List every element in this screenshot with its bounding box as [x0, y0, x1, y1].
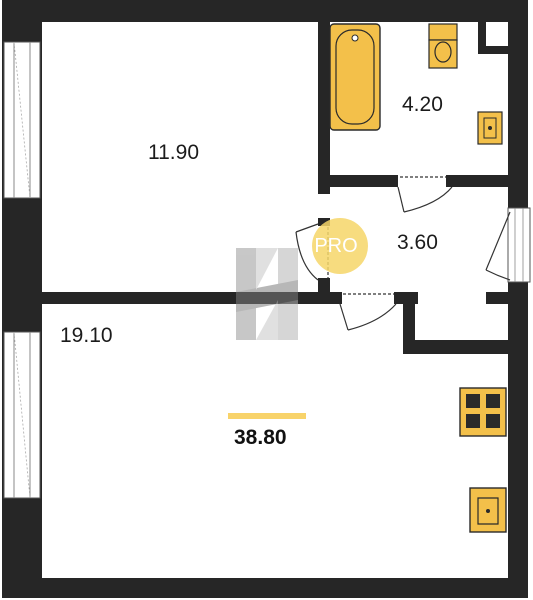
pro-watermark-text: PRO — [314, 234, 358, 257]
wall-hall-bottom — [318, 292, 338, 304]
window-right — [507, 207, 531, 283]
door-kitchen — [334, 292, 402, 331]
toilet — [428, 23, 458, 69]
area-bathroom: 4.20 — [402, 93, 443, 116]
stove — [459, 387, 507, 437]
door-bathroom — [390, 175, 454, 213]
wall-bath-bottom-right — [452, 175, 512, 187]
wall-bath-bottom — [318, 175, 390, 187]
wall-niche-bottom — [403, 340, 513, 354]
window-lower — [3, 331, 41, 499]
window-upper — [3, 41, 41, 199]
area-kitchen-living: 19.10 — [60, 324, 113, 347]
area-hallway: 3.60 — [397, 231, 438, 254]
total-area: 38.80 — [234, 426, 287, 449]
watermark-logo — [236, 248, 298, 340]
shaft — [486, 22, 508, 46]
wall-right — [508, 0, 528, 598]
pro-badge — [312, 218, 368, 274]
bathroom-sink — [477, 111, 503, 145]
wall-hall-stub — [403, 292, 415, 352]
kitchen-sink — [469, 487, 507, 533]
wall-top — [2, 0, 528, 22]
wall-bottom — [2, 578, 528, 598]
total-area-bar — [228, 413, 306, 419]
bathtub — [329, 23, 381, 131]
wall-niche-top — [486, 292, 512, 304]
area-room: 11.90 — [148, 141, 199, 164]
door-entrance — [485, 211, 511, 281]
wall-bath-left — [318, 20, 330, 194]
